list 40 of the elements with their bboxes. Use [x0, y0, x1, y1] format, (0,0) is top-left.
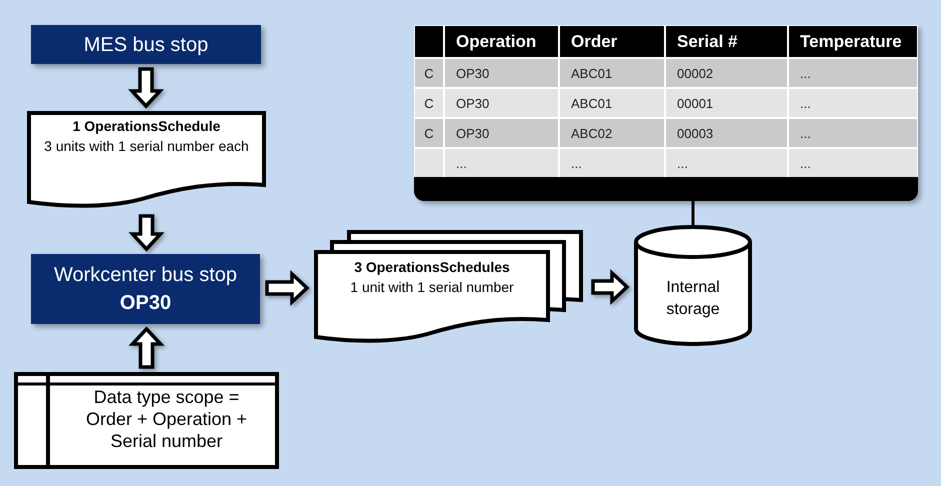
table-cell: ABC02	[560, 119, 664, 147]
table-cell: ...	[789, 59, 917, 87]
table-cell: ...	[789, 89, 917, 117]
block-arrow	[128, 214, 165, 252]
block-arrow	[265, 270, 310, 306]
table-cell: OP30	[445, 119, 558, 147]
box-title: Workcenter bus stop	[54, 263, 238, 288]
block-arrow	[128, 326, 165, 369]
table-cell: OP30	[445, 89, 558, 117]
table-cell: ...	[789, 149, 917, 177]
column-header: Temperature	[789, 26, 917, 57]
column-header: Serial #	[666, 26, 787, 57]
column-header: Operation	[445, 26, 558, 57]
table-cell: OP30	[445, 59, 558, 87]
document-text: 1 unit with 1 serial number	[349, 278, 515, 297]
table-cell: ABC01	[560, 89, 664, 117]
box-title: MES bus stop	[84, 32, 208, 58]
process-box	[31, 25, 261, 64]
storage-label: Internal storage	[665, 278, 721, 320]
callout-table	[414, 25, 918, 201]
table-cell: ...	[445, 149, 558, 177]
table-cell: 00003	[666, 119, 787, 147]
store-text: Data type scope = Order + Operation + Serial number	[84, 386, 248, 452]
table-cell: 00001	[666, 89, 787, 117]
table-cell: ...	[560, 149, 664, 177]
table-cell: 00002	[666, 59, 787, 87]
table-cell: C	[415, 89, 443, 117]
document-heading: 1 OperationsSchedule	[72, 117, 222, 136]
table-cell: C	[415, 59, 443, 87]
table-cell: ...	[666, 149, 787, 177]
box-subtitle: OP30	[120, 291, 172, 316]
table-cell: ABC01	[560, 59, 664, 87]
block-arrow	[128, 67, 164, 109]
document-heading: 3 OperationsSchedules	[353, 258, 511, 277]
process-box	[31, 254, 260, 324]
table-cell: C	[415, 119, 443, 147]
column-header: Order	[560, 26, 664, 57]
table-cell: ...	[789, 119, 917, 147]
block-arrow	[591, 268, 630, 306]
document-text: 3 units with 1 serial number each	[43, 137, 250, 156]
